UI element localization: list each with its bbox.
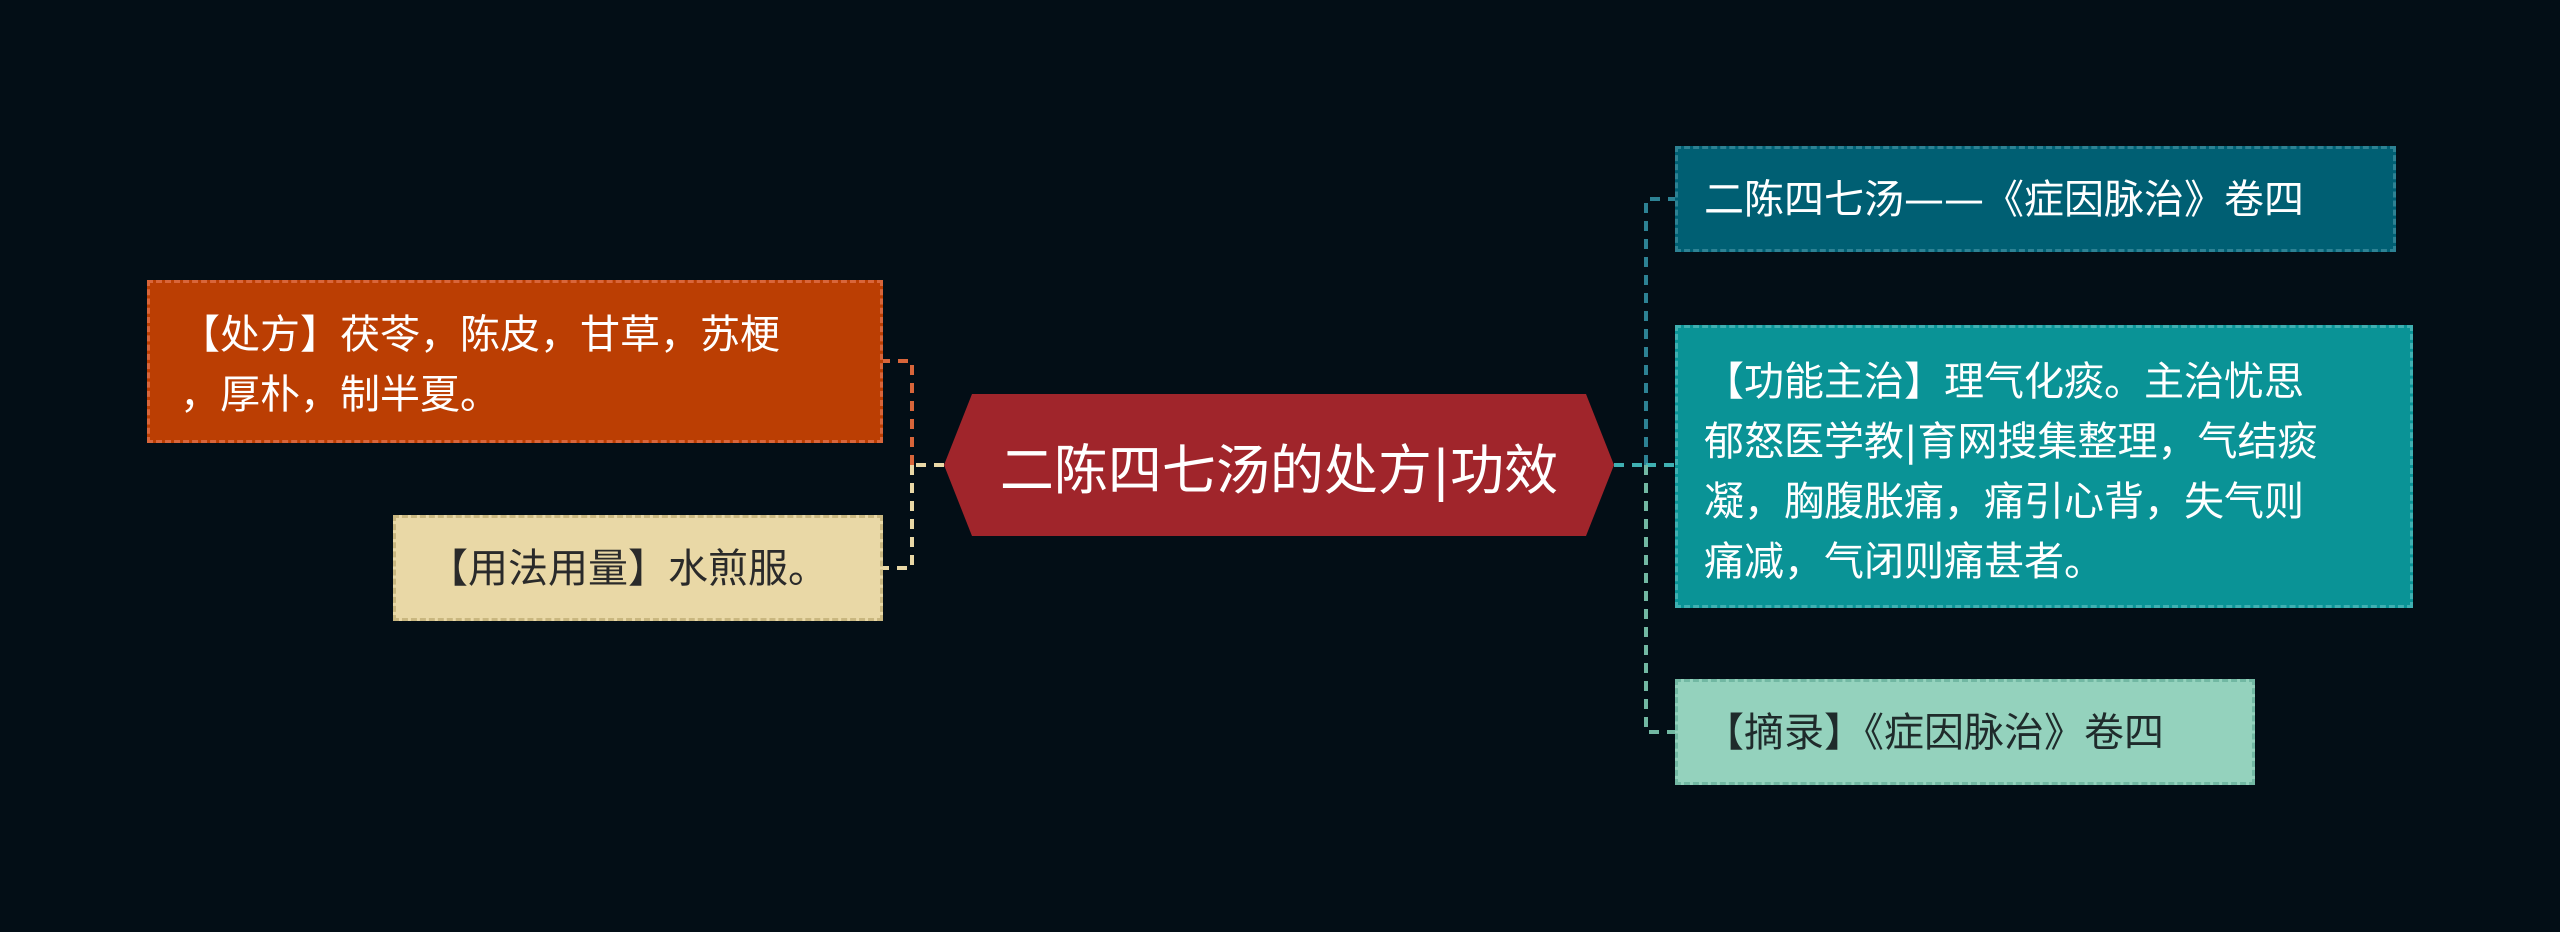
root-label: 二陈四七汤的处方|功效 bbox=[999, 438, 1559, 502]
usage-node[interactable]: 【用法用量】水煎服。 bbox=[393, 515, 883, 621]
excerpt-line: 【摘录】《症因脉治》卷四 bbox=[1704, 710, 2164, 756]
connector-usage bbox=[883, 465, 914, 570]
function-node[interactable]: 【功能主治】理气化痰。主治忧思 郁怒医学教|育网搜集整理，气结痰 凝，胸腹胀痛，… bbox=[1675, 325, 2413, 608]
connector-excerpt bbox=[1644, 465, 1675, 734]
source-line: 二陈四七汤——《症因脉治》卷四 bbox=[1704, 177, 2304, 223]
source-node[interactable]: 二陈四七汤——《症因脉治》卷四 bbox=[1675, 146, 2396, 252]
prescription-line: ，厚朴，制半夏。 bbox=[180, 372, 500, 418]
connector-source bbox=[1644, 197, 1675, 465]
prescription-node[interactable]: 【处方】茯苓，陈皮，甘草，苏梗 ，厚朴，制半夏。 bbox=[147, 280, 883, 443]
usage-line: 【用法用量】水煎服。 bbox=[428, 546, 828, 592]
root-node[interactable]: 二陈四七汤的处方|功效 bbox=[944, 394, 1614, 536]
function-line: 凝，胸腹胀痛，痛引心背，失气则 bbox=[1704, 479, 2304, 525]
function-line: 郁怒医学教|育网搜集整理，气结痰 bbox=[1704, 419, 2318, 465]
connector-prescription bbox=[883, 359, 914, 465]
function-line: 【功能主治】理气化痰。主治忧思 bbox=[1704, 359, 2304, 405]
function-line: 痛减，气闭则痛甚者。 bbox=[1704, 539, 2104, 585]
prescription-line: 【处方】茯苓，陈皮，甘草，苏梗 bbox=[180, 312, 780, 358]
excerpt-node[interactable]: 【摘录】《症因脉治》卷四 bbox=[1675, 679, 2255, 785]
